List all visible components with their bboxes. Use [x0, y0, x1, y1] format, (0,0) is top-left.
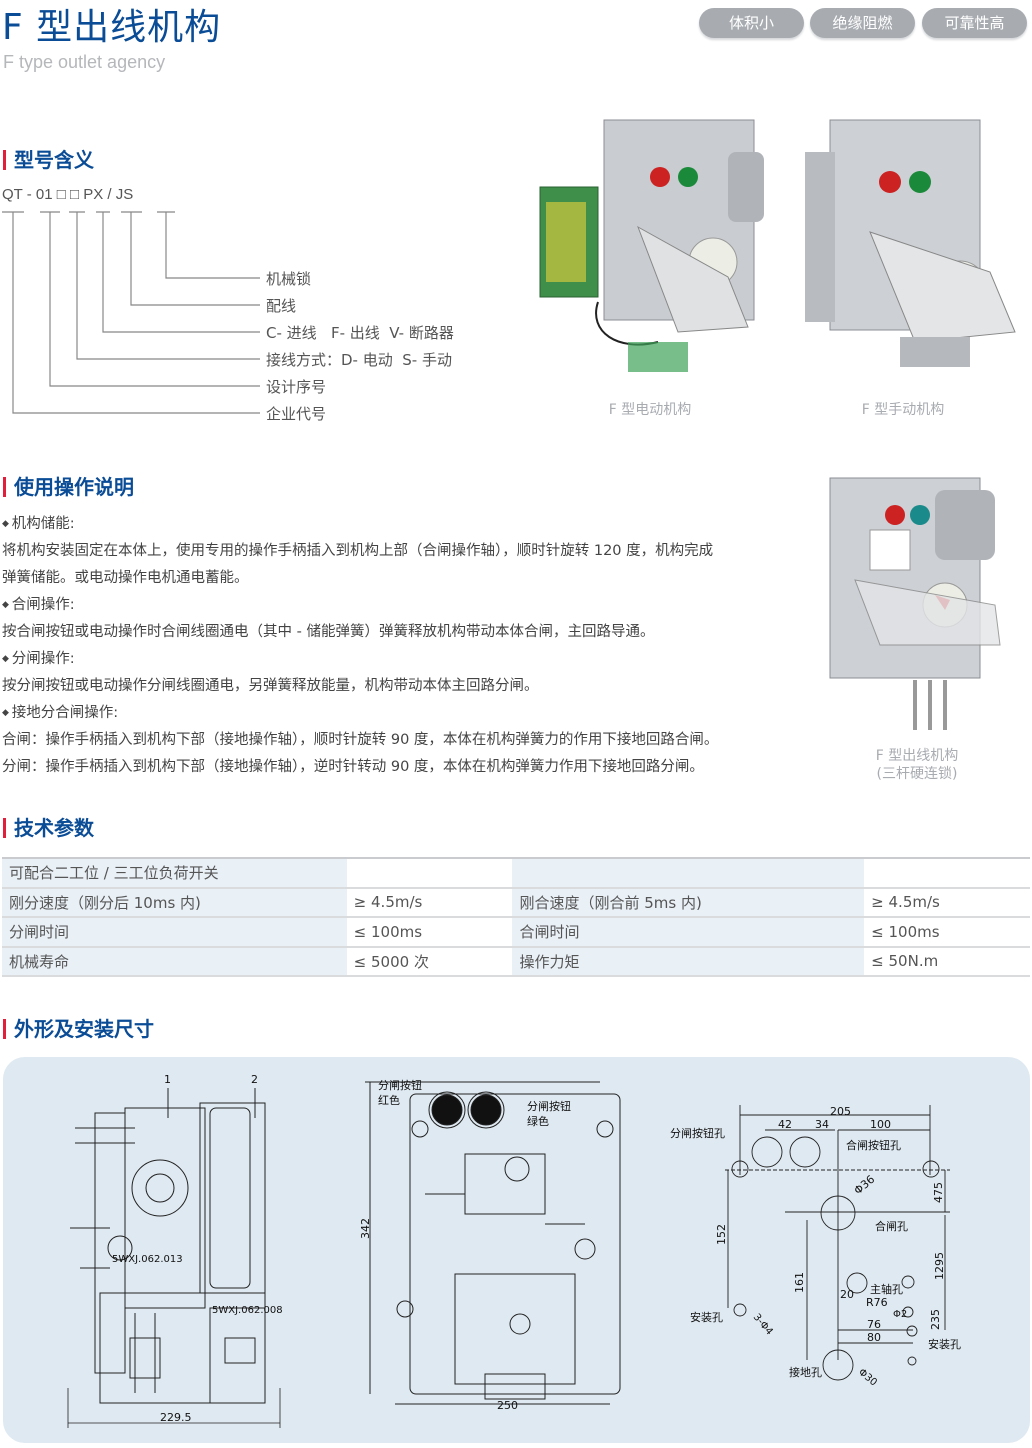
table-cell: [512, 857, 865, 889]
dimension-drawing-panel: [3, 1057, 1030, 1443]
table-cell: 操作力矩: [512, 946, 865, 977]
dim-width-left: 229.5: [160, 1411, 192, 1424]
table-cell: 合闸时间: [512, 917, 865, 948]
dim-42: 42: [778, 1118, 792, 1131]
usage-text: 按分闸按钮或电动操作分闸线圈通电，另弹簧释放能量，机构带动本体主回路分闸。: [2, 678, 539, 694]
section-heading-specs: 技术参数: [3, 816, 94, 840]
green-button-label-1: 分闸按钮: [527, 1099, 571, 1113]
label-close-button-hole: 合闸按钮孔: [846, 1138, 901, 1152]
dim-475: 475: [932, 1182, 945, 1203]
page-subtitle: F type outlet agency: [3, 52, 166, 72]
dim-phi2: Φ2: [893, 1309, 907, 1320]
table-cell: 机械寿命: [2, 946, 347, 977]
usage-text: 合闸：操作手柄插入到机构下部（接地操作轴），顺时针旋转 90 度，本体在机构弹簧…: [2, 732, 719, 748]
dim-width-250: 250: [497, 1399, 518, 1412]
dim-20: 20: [840, 1288, 854, 1301]
label-mount-hole-2: 安装孔: [928, 1337, 961, 1351]
table-cell: 分闸时间: [2, 917, 347, 948]
table-cell: 刚分速度（刚分后 10ms 内): [2, 887, 347, 918]
section-heading-dimensions: 外形及安装尺寸: [3, 1017, 154, 1041]
part-label-008: 5WXJ.062.008: [212, 1305, 283, 1316]
table-cell: 刚合速度（刚合前 5ms 内): [512, 887, 865, 918]
usage-text: 分闸：操作手柄插入到机构下部（接地操作轴），逆时针转动 90 度，本体在机构弹簧…: [2, 759, 704, 775]
dim-100: 100: [870, 1118, 891, 1131]
table-cell: ≥ 4.5m/s: [346, 887, 513, 918]
model-label-lock: 机械锁: [266, 270, 312, 288]
badge-reliability: 可靠性高: [922, 8, 1027, 38]
usage-text: 将机构安装固定在本体上，使用专用的操作手柄插入到机构上部（合闸操作轴），顺时针旋…: [2, 543, 714, 559]
green-button-label-2: 绿色: [527, 1114, 549, 1128]
usage-subheading: 接地分合闸操作:: [2, 701, 118, 722]
dim-3-phi4: 3-Φ4: [751, 1312, 775, 1338]
usage-subheading: 机构储能:: [2, 512, 75, 533]
table-cell: [346, 857, 513, 889]
badge-insulation: 绝缘阻燃: [810, 8, 915, 38]
page-title: F 型出线机构: [2, 7, 222, 48]
specs-table: 可配合二工位 / 三工位负荷开关刚分速度（刚分后 10ms 内)≥ 4.5m/s…: [2, 857, 1030, 977]
drawing-side-view: 1 2 5WXJ.062.013 5WXJ.062.008 229.5: [67, 1073, 283, 1428]
callout-1: 1: [164, 1073, 171, 1086]
section-heading-usage: 使用操作说明: [3, 475, 134, 499]
section-heading-model: 型号含义: [3, 148, 94, 172]
dim-152: 152: [715, 1224, 728, 1245]
usage-subheading: 分闸操作:: [2, 647, 75, 668]
caption-outlet-line2: (三杆硬连锁): [876, 766, 958, 782]
dim-205: 205: [830, 1105, 851, 1118]
dim-161: 161: [793, 1272, 806, 1293]
model-label-company: 企业代号: [266, 405, 327, 423]
table-cell: [864, 857, 1030, 889]
dim-1295: 1295: [933, 1252, 946, 1280]
caption-electric: F 型电动机构: [608, 402, 692, 418]
label-main-shaft-hole: 主轴孔: [870, 1282, 903, 1296]
usage-text: 按合闸按钮或电动操作时合闸线圈通电（其中 - 储能弹簧）弹簧释放机构带动本体合闸…: [2, 624, 655, 640]
dim-height-342: 342: [359, 1218, 372, 1239]
dim-r76: R76: [866, 1296, 888, 1309]
table-row: 机械寿命≤ 5000 次操作力矩≤ 50N.m: [2, 946, 1030, 977]
model-code-diagram-lines: [2, 211, 260, 414]
part-label-013: 5WXJ.062.013: [112, 1254, 183, 1265]
table-cell: 可配合二工位 / 三工位负荷开关: [2, 857, 347, 889]
table-cell: ≤ 100ms: [346, 917, 513, 948]
label-ground-hole: 接地孔: [789, 1366, 822, 1379]
label-close-hole: 合闸孔: [875, 1219, 908, 1233]
dim-76: 76: [867, 1318, 881, 1331]
dim-80: 80: [867, 1331, 881, 1344]
usage-subheading: 合闸操作:: [2, 593, 75, 614]
callout-2: 2: [251, 1073, 258, 1086]
label-open-button-hole: 分闸按钮孔: [670, 1126, 725, 1140]
photo-outlet-mechanism: [829, 477, 1001, 730]
badge-small-size: 体积小: [699, 8, 804, 38]
red-button-label-2: 红色: [378, 1093, 400, 1107]
table-cell: ≤ 5000 次: [346, 946, 513, 977]
caption-outlet: F 型出线机构 (三杆硬连锁): [857, 747, 977, 783]
table-row: 可配合二工位 / 三工位负荷开关: [2, 857, 1030, 889]
dim-phi30: Φ30: [856, 1367, 879, 1389]
model-label-design: 设计序号: [266, 378, 327, 396]
caption-outlet-line1: F 型出线机构: [875, 748, 959, 764]
photo-electric-mechanism: [539, 119, 764, 372]
table-cell: ≤ 100ms: [864, 917, 1030, 948]
model-code: QT - 01 □ □ PX / JS: [2, 186, 134, 203]
usage-text: 弹簧储能。或电动操作电机通电蓄能。: [2, 570, 249, 586]
model-label-type: C- 进线 F- 出线 V- 断路器: [266, 324, 454, 342]
model-label-wiring: 配线: [266, 297, 297, 315]
dim-235: 235: [929, 1309, 942, 1330]
dim-34: 34: [815, 1118, 829, 1131]
drawing-front-view: 分闸按钮 红色 分闸按钮 绿色 342 250: [359, 1078, 621, 1412]
dim-phi36: Φ36: [852, 1173, 878, 1198]
model-label-mode: 接线方式：D- 电动 S- 手动: [266, 351, 452, 369]
label-mount-hole-1: 安装孔: [690, 1310, 723, 1324]
table-cell: ≥ 4.5m/s: [864, 887, 1030, 918]
photo-manual-mechanism: [805, 119, 1016, 367]
table-cell: ≤ 50N.m: [864, 946, 1030, 977]
caption-manual: F 型手动机构: [861, 402, 945, 418]
drawing-hole-layout: 205 42 34 100 Φ36 475 152 161 1295 20 R7…: [670, 1105, 961, 1389]
red-button-label-1: 分闸按钮: [378, 1078, 422, 1092]
